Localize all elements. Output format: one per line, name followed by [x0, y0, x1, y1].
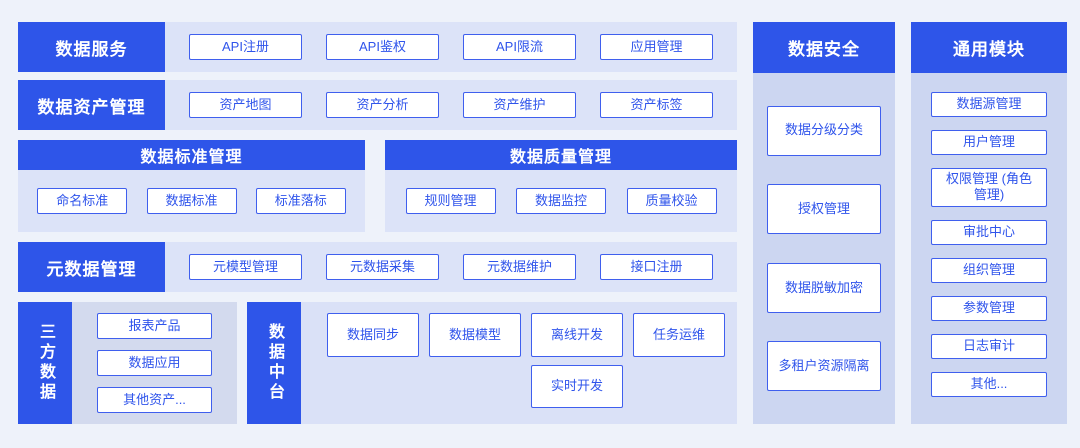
- column-data-security: 数据安全 数据分级分类 授权管理 数据脱敏加密 多租户资源隔离: [753, 22, 895, 424]
- module-chip: API鉴权: [326, 34, 439, 60]
- panel-data-quality-items: 规则管理 数据监控 质量校验: [385, 170, 737, 232]
- panel-data-standard-items: 命名标准 数据标准 标准落标: [18, 170, 365, 232]
- panel-data-quality: 数据质量管理 规则管理 数据监控 质量校验: [385, 140, 737, 232]
- panel-data-standard-title: 数据标准管理: [18, 140, 365, 170]
- module-chip: 组织管理: [931, 257, 1047, 283]
- module-chip: 数据脱敏加密: [767, 262, 881, 313]
- module-chip: 数据源管理: [931, 92, 1047, 117]
- module-chip: API限流: [463, 34, 576, 60]
- module-chip: 授权管理: [767, 184, 881, 235]
- module-chip: 标准落标: [255, 188, 346, 214]
- bottom-row: 三方数据 报表产品 数据应用 其他资产... 数据中台 数据同步 数据模型 离线…: [18, 302, 737, 424]
- column-common-modules-title: 通用模块: [911, 22, 1067, 73]
- row-data-service: 数据服务 API注册 API鉴权 API限流 应用管理: [18, 22, 737, 72]
- module-chip: API注册: [189, 34, 302, 60]
- module-chip: 参数管理: [931, 295, 1047, 321]
- main-modules-area: 数据服务 API注册 API鉴权 API限流 应用管理 数据资产管理 资产地图 …: [18, 22, 737, 424]
- section-data-platform-title: 数据中台: [247, 302, 301, 424]
- module-chip: 数据同步: [327, 313, 419, 357]
- module-chip: 报表产品: [97, 313, 212, 339]
- column-data-security-items: 数据分级分类 授权管理 数据脱敏加密 多租户资源隔离: [753, 73, 895, 424]
- module-chip: 元模型管理: [189, 254, 302, 280]
- row-metadata-items: 元模型管理 元数据采集 元数据维护 接口注册: [165, 242, 737, 292]
- row-data-asset-items: 资产地图 资产分析 资产维护 资产标签: [165, 80, 737, 130]
- row-data-service-items: API注册 API鉴权 API限流 应用管理: [165, 22, 737, 72]
- row-data-service-title: 数据服务: [18, 22, 165, 72]
- module-chip: 日志审计: [931, 333, 1047, 359]
- section-data-platform-items: 数据同步 数据模型 离线开发 任务运维 实时开发: [301, 302, 737, 424]
- section-data-platform: 数据中台 数据同步 数据模型 离线开发 任务运维 实时开发: [247, 302, 737, 424]
- module-chip: 数据应用: [97, 350, 212, 376]
- module-chip: 离线开发: [531, 313, 623, 357]
- section-third-party-items: 报表产品 数据应用 其他资产...: [72, 302, 237, 424]
- module-chip: 其他资产...: [97, 387, 212, 413]
- module-chip: 数据标准: [146, 188, 237, 214]
- module-chip: 元数据维护: [463, 254, 576, 280]
- column-common-modules-items: 数据源管理 用户管理 权限管理 (角色管理) 审批中心 组织管理 参数管理 日志…: [911, 73, 1067, 424]
- module-chip: 资产标签: [600, 92, 713, 118]
- module-chip: 其他...: [931, 371, 1047, 397]
- module-chip: 应用管理: [600, 34, 713, 60]
- row-metadata: 元数据管理 元模型管理 元数据采集 元数据维护 接口注册: [18, 242, 737, 292]
- column-common-modules: 通用模块 数据源管理 用户管理 权限管理 (角色管理) 审批中心 组织管理 参数…: [911, 22, 1067, 424]
- module-chip: 资产地图: [189, 92, 302, 118]
- module-chip: 质量校验: [626, 188, 717, 214]
- diagram-frame: 数据服务 API注册 API鉴权 API限流 应用管理 数据资产管理 资产地图 …: [18, 22, 1067, 424]
- module-chip: 元数据采集: [326, 254, 439, 280]
- panel-data-quality-title: 数据质量管理: [385, 140, 737, 170]
- row-data-asset: 数据资产管理 资产地图 资产分析 资产维护 资产标签: [18, 80, 737, 130]
- module-chip: 规则管理: [405, 188, 496, 214]
- panels-row: 数据标准管理 命名标准 数据标准 标准落标 数据质量管理 规则管理 数据监控 质…: [18, 140, 737, 232]
- module-chip: 资产维护: [463, 92, 576, 118]
- module-chip: 审批中心: [931, 219, 1047, 245]
- module-chip: 数据模型: [429, 313, 521, 357]
- module-chip: 任务运维: [633, 313, 725, 357]
- row-data-asset-title: 数据资产管理: [18, 80, 165, 130]
- row-metadata-title: 元数据管理: [18, 242, 165, 292]
- panel-data-standard: 数据标准管理 命名标准 数据标准 标准落标: [18, 140, 365, 232]
- module-chip: 数据分级分类: [767, 105, 881, 156]
- section-third-party-data: 三方数据 报表产品 数据应用 其他资产...: [18, 302, 237, 424]
- module-chip: 数据监控: [516, 188, 606, 214]
- module-chip: 权限管理 (角色管理): [931, 168, 1047, 207]
- column-data-security-title: 数据安全: [753, 22, 895, 73]
- module-chip: 命名标准: [37, 188, 128, 214]
- section-third-party-title: 三方数据: [18, 302, 72, 424]
- module-chip: 接口注册: [600, 254, 713, 280]
- module-chip: 多租户资源隔离: [767, 341, 881, 392]
- module-chip: 用户管理: [931, 130, 1047, 155]
- module-chip: 资产分析: [326, 92, 439, 118]
- module-chip: 实时开发: [531, 365, 623, 408]
